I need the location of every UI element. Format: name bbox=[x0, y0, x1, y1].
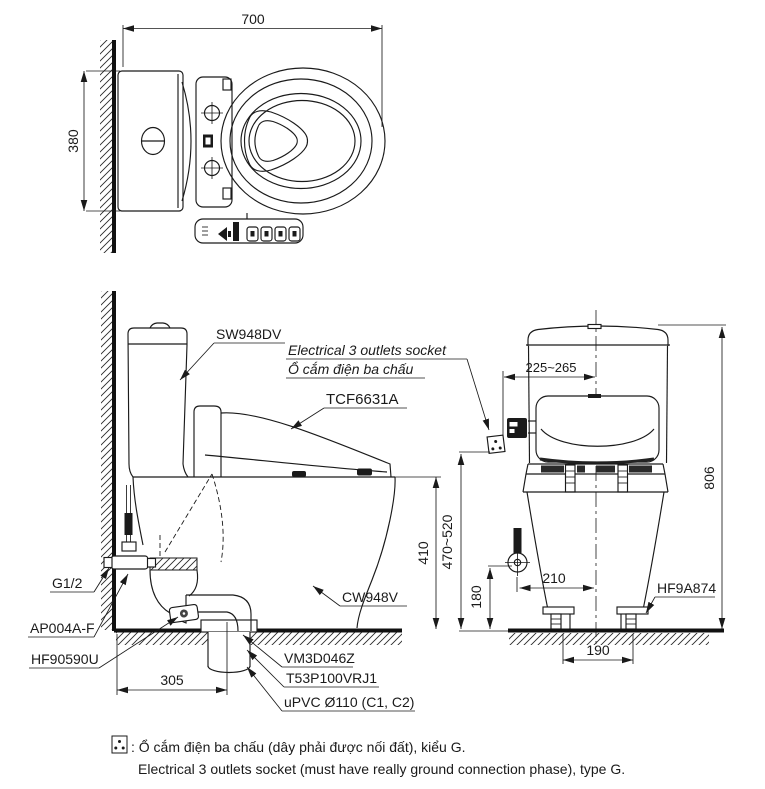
side-view: SW948DV TCF6631A Electrical 3 outlets so… bbox=[28, 291, 490, 712]
seat-bolt bbox=[617, 464, 629, 493]
footnote: : Ổ cắm điện ba chấu (dây phải được nối … bbox=[111, 735, 625, 777]
dim-valve-offset-value: 210 bbox=[542, 570, 566, 586]
washlet-front bbox=[486, 394, 660, 465]
footnote-en: Electrical 3 outlets socket (must have r… bbox=[138, 761, 625, 777]
bowl-side bbox=[132, 473, 396, 632]
floor-bolt bbox=[550, 613, 562, 630]
control-panel bbox=[194, 213, 304, 244]
water-surface bbox=[243, 110, 309, 172]
label-supply: G1/2 bbox=[52, 575, 83, 591]
label-floor-bolt-text: HF9A874 bbox=[657, 580, 716, 596]
dim-bolt-pitch-value: 190 bbox=[586, 642, 610, 658]
dim-top-width-value: 700 bbox=[241, 11, 265, 27]
supply-valve bbox=[103, 485, 157, 570]
floor-hatch bbox=[509, 633, 709, 645]
label-flange: VM3D046Z bbox=[284, 650, 355, 666]
hinge-screw-icon bbox=[201, 157, 223, 179]
tank-lid-knob bbox=[149, 322, 171, 329]
tank-bolt-section bbox=[149, 557, 198, 571]
label-pipe: uPVC Ø110 (C1, C2) bbox=[284, 694, 414, 710]
dim-bolt-pitch: 190 bbox=[562, 634, 634, 664]
floor-hatch bbox=[116, 632, 402, 645]
wall-hatch bbox=[101, 291, 113, 630]
dim-socket-height-value: 470~520 bbox=[439, 514, 455, 569]
hinge-screw-icon bbox=[201, 102, 223, 124]
dim-valve-offset: 210 bbox=[516, 570, 594, 592]
socket-legend-icon bbox=[111, 735, 128, 754]
dim-top-depth: 380 bbox=[65, 70, 120, 212]
dim-total-height: 806 bbox=[658, 324, 726, 629]
tank-side bbox=[127, 322, 189, 478]
seat-bolt bbox=[564, 464, 576, 493]
top-view: 700 380 bbox=[65, 11, 386, 253]
label-bowl-model: CW948V bbox=[342, 589, 399, 605]
panel-buttons bbox=[246, 226, 301, 242]
dim-top-width: 700 bbox=[122, 11, 383, 127]
dim-socket-offset-value: 225~265 bbox=[526, 360, 577, 375]
hinge-plate bbox=[195, 76, 233, 208]
label-socket-vi: Ổ cắm điện ba chấu bbox=[288, 360, 414, 377]
dim-seat-height: 410 bbox=[394, 476, 441, 629]
dim-drain-setback: 305 bbox=[116, 622, 228, 695]
washlet-vent bbox=[588, 394, 601, 398]
footnote-vi: : Ổ cắm điện ba chấu (dây phải được nối … bbox=[131, 738, 466, 755]
drain-pipe bbox=[200, 619, 258, 674]
label-fixing: HF90590U bbox=[31, 651, 99, 667]
panel-divider bbox=[233, 222, 239, 241]
dim-total-height-value: 806 bbox=[701, 466, 717, 490]
washlet-side bbox=[193, 405, 392, 478]
seat-band bbox=[525, 463, 666, 493]
dim-valve-height: 180 bbox=[468, 565, 512, 629]
seat-bumper bbox=[357, 468, 372, 476]
label-washlet-model: TCF6631A bbox=[326, 391, 399, 408]
label-stop-valve: AP004A-F bbox=[30, 620, 95, 636]
label-floor-bolt: HF9A874 bbox=[645, 580, 716, 614]
front-view: 225~265 806 470~520 180 210 190 bbox=[439, 310, 726, 664]
pedestal-front bbox=[522, 473, 669, 630]
dim-drain-setback-value: 305 bbox=[160, 672, 184, 688]
socket-icon bbox=[486, 434, 506, 455]
label-tank-model: SW948DV bbox=[216, 326, 282, 342]
label-joint: T53P100VRJ1 bbox=[286, 670, 377, 686]
power-plug-icon bbox=[507, 418, 527, 438]
seat-bumper bbox=[292, 471, 306, 477]
side-labels: SW948DV TCF6631A Electrical 3 outlets so… bbox=[28, 326, 490, 712]
tank-front bbox=[526, 323, 670, 464]
shutoff-valve-icon bbox=[505, 528, 530, 576]
dim-top-depth-value: 380 bbox=[65, 129, 81, 153]
spray-icon bbox=[218, 227, 227, 241]
tank-plan bbox=[117, 70, 192, 212]
floor-bolt bbox=[625, 613, 637, 630]
dim-valve-height-value: 180 bbox=[468, 585, 484, 609]
label-socket-en: Electrical 3 outlets socket bbox=[288, 342, 447, 358]
dim-socket-height: 470~520 bbox=[439, 451, 490, 629]
dim-seat-height-value: 410 bbox=[415, 541, 431, 565]
seat-lid-plan bbox=[220, 67, 386, 215]
dim-socket-offset: 225~265 bbox=[502, 360, 595, 435]
wall-hatch bbox=[100, 40, 112, 253]
